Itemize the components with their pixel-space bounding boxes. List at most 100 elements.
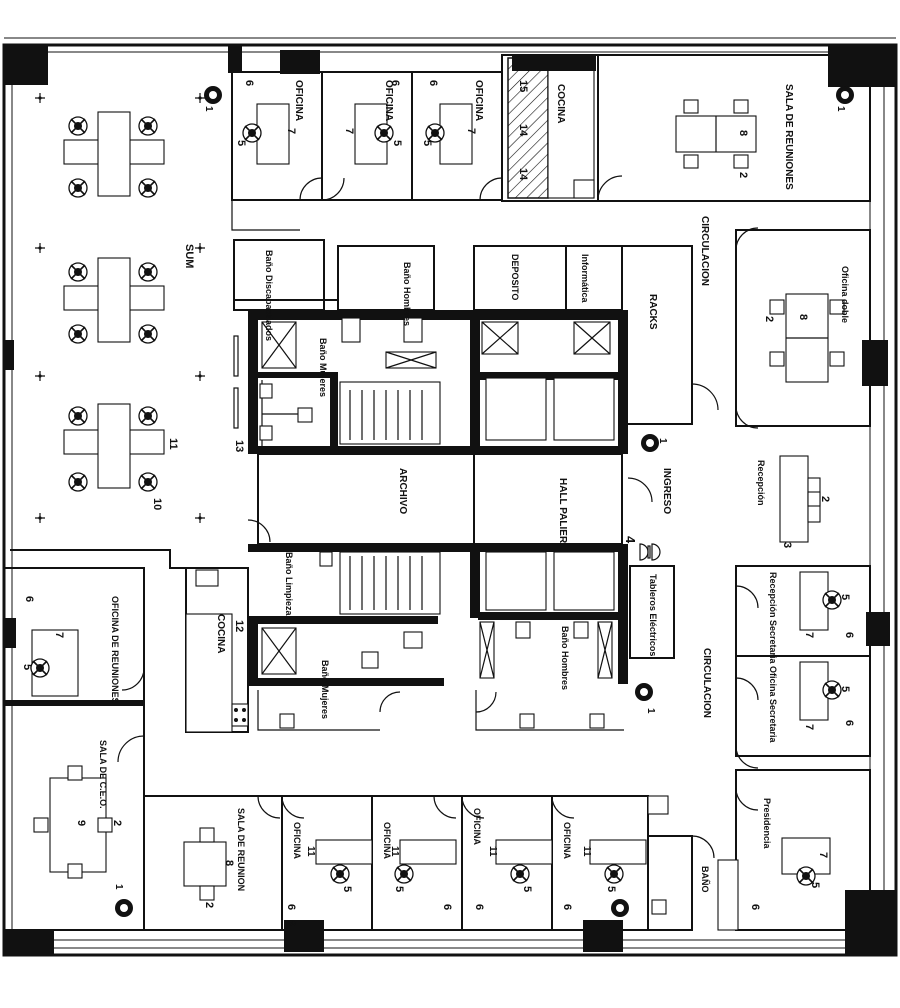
- num: 8: [737, 130, 749, 136]
- label-oficina-g: OFICINA: [562, 822, 572, 859]
- label-oficina-e: OFICINA: [382, 822, 392, 859]
- label-sala-ceo: SALA DE C.E.O.: [98, 740, 108, 809]
- num: 2: [819, 496, 831, 502]
- label-circulacion-bottom: CIRCULACION: [701, 648, 712, 718]
- num: 9: [75, 820, 87, 826]
- num: 11: [389, 846, 400, 857]
- num: 6: [243, 80, 255, 86]
- num: 8: [797, 314, 809, 320]
- label-circulacion-top: CIRCULACION: [699, 216, 710, 286]
- label-bano-mujeres-top: Baño Mujeres: [318, 338, 328, 397]
- num: 11: [305, 846, 316, 857]
- label-informatica: Informática: [580, 254, 590, 304]
- label-sala-reunion: SALA DE REUNION: [236, 808, 246, 891]
- num: 6: [561, 904, 573, 910]
- num: 1: [113, 884, 124, 890]
- top-offices: [231, 54, 623, 231]
- num: 7: [817, 852, 829, 858]
- num: 6: [23, 596, 35, 602]
- num: 3: [781, 542, 793, 548]
- left-lower-rooms: [3, 567, 283, 931]
- num: 14: [517, 124, 529, 137]
- num: 8: [223, 860, 235, 866]
- sum-area: [10, 92, 248, 569]
- num: 7: [285, 128, 297, 134]
- label-ingreso: INGRESO: [661, 468, 672, 514]
- num: 5: [235, 140, 247, 146]
- label-archivo: ARCHIVO: [397, 468, 408, 514]
- label-bano-mujeres-bottom: Baño Mujeres: [320, 660, 330, 719]
- num: 6: [441, 904, 453, 910]
- num: 7: [343, 128, 355, 134]
- label-oficina-a: OFICINA: [293, 80, 304, 121]
- num: 11: [581, 846, 592, 857]
- room-labels: SUM OFICINA OFICINA OFICINA COCINA SALA …: [98, 80, 850, 893]
- outer-walls: [2, 37, 898, 957]
- num: 6: [427, 80, 439, 86]
- num: 6: [285, 904, 297, 910]
- num: 5: [391, 140, 403, 146]
- num: 7: [53, 632, 65, 638]
- kitchen-bottom: [185, 519, 271, 733]
- label-sala-reuniones-top: SALA DE REUNIONES: [783, 84, 794, 190]
- label-bano-hombres-top: Baño Hombres: [402, 262, 412, 326]
- num: 6: [285, 920, 297, 926]
- num: 5: [605, 886, 617, 892]
- num: 10: [151, 498, 163, 510]
- num: 5: [393, 886, 405, 892]
- label-oficina-doble: Oficina doble: [840, 266, 850, 323]
- workstation-cluster-1: [63, 111, 165, 198]
- num: 6: [843, 632, 855, 638]
- num: 11: [167, 438, 179, 450]
- label-cocina-bottom: COCINA: [215, 614, 226, 653]
- label-bano-hombres-bottom: Baño Hombres: [560, 626, 570, 690]
- kitchen-top: [507, 55, 596, 199]
- num: 6: [389, 80, 401, 86]
- label-deposito: DEPOSITO: [510, 254, 520, 300]
- label-oficina-d: OFICINA: [292, 822, 302, 859]
- label-presidencia: Presidencia: [762, 798, 772, 850]
- num: 2: [763, 316, 775, 322]
- num: 5: [839, 686, 851, 692]
- central-core: [233, 239, 693, 731]
- num: 7: [803, 724, 815, 730]
- label-cocina-top: COCINA: [555, 84, 566, 123]
- num: 6: [473, 904, 485, 910]
- num: 12: [233, 620, 245, 632]
- label-sum: SUM: [183, 244, 195, 268]
- furniture-numbers: 1 1 1 1 1 7 7 7 5 5 5 6 6 6 15 14 14 8 2…: [21, 80, 855, 926]
- label-hall-palier: HALL PALIER: [557, 478, 568, 544]
- label-racks: RACKS: [647, 294, 658, 330]
- num: 11: [487, 846, 498, 857]
- workstation-cluster-3: [63, 403, 165, 492]
- label-recepcion: Recepción: [756, 460, 766, 506]
- label-tableros: Tableros Eléctricos: [648, 574, 658, 656]
- num: 1: [657, 438, 668, 444]
- bottom-offices: [281, 769, 871, 931]
- num: 5: [421, 140, 433, 146]
- num: 2: [111, 820, 123, 826]
- meeting-room-top: [204, 54, 871, 202]
- num: 1: [645, 708, 656, 714]
- label-oficina-reuniones: OFICINA DE REUNIONES: [110, 596, 120, 704]
- num: 14: [517, 168, 529, 181]
- num: 1: [835, 106, 846, 112]
- num: 4: [623, 536, 638, 544]
- label-recepcion-secretaria: Recepción Secretaria: [768, 572, 778, 665]
- label-bano-presidencia: BAÑO: [700, 866, 710, 893]
- num: 5: [839, 594, 851, 600]
- num: 1: [203, 106, 214, 112]
- num: 5: [521, 886, 533, 892]
- num: 2: [737, 172, 749, 178]
- workstation-cluster-2: [63, 257, 165, 344]
- label-oficina-b: OFICINA: [383, 80, 394, 121]
- label-bano-discapacitados: Baño Discapasitados: [264, 250, 274, 341]
- num: 6: [843, 720, 855, 726]
- label-oficina-secretaria: Oficina Secretaria: [768, 666, 778, 744]
- num: 6: [749, 904, 761, 910]
- right-rooms: [627, 227, 871, 769]
- num: 7: [465, 128, 477, 134]
- num: 7: [803, 632, 815, 638]
- num: 5: [21, 664, 33, 670]
